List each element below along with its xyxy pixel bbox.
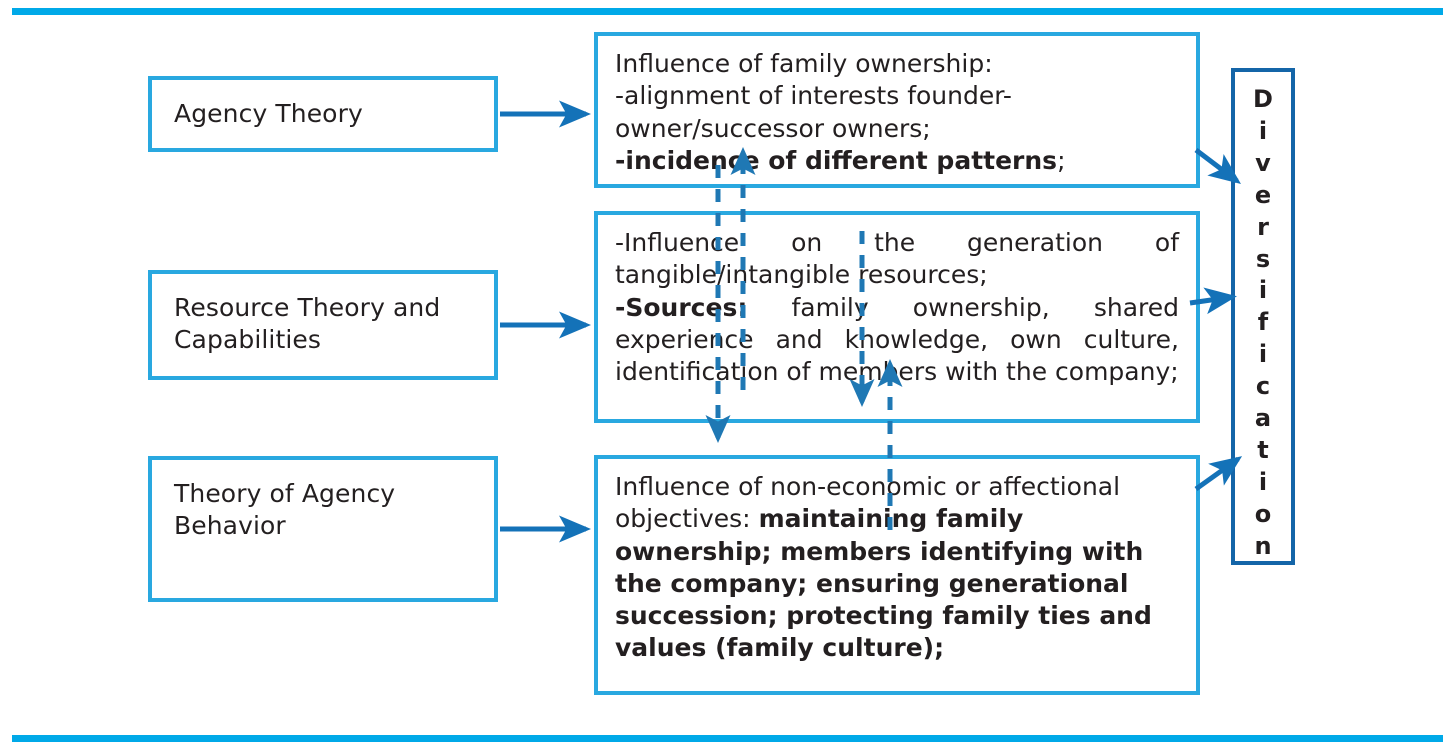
theory-label: Theory of Agency Behavior xyxy=(174,479,396,540)
outcome-letter-10: a xyxy=(1254,404,1272,433)
theory-label: Agency Theory xyxy=(174,99,363,128)
description-text: -Influence on the generation of tangible… xyxy=(615,227,1179,388)
top-divider-rule xyxy=(12,8,1443,15)
desc-line-3-bold: -incidence of different patterns xyxy=(615,145,1058,175)
description-box-influence-of-non-economic-objectives[interactable]: Influence of non-economic or affectional… xyxy=(594,455,1200,695)
theory-box-resource-theory-and-capabilities[interactable]: Resource Theory and Capabilities xyxy=(148,270,498,380)
desc-line-1: Influence of family ownership: xyxy=(615,49,993,78)
description-box-influence-of-family-ownership[interactable]: Influence of family ownership: -alignment… xyxy=(594,32,1200,188)
outcome-letter-13: o xyxy=(1254,499,1272,528)
description-text: Influence of non-economic or affectional… xyxy=(615,471,1179,665)
outcome-letter-7: f xyxy=(1257,308,1269,337)
outcome-letter-8: i xyxy=(1258,340,1268,369)
description-text: Influence of family ownership: -alignment… xyxy=(615,48,1179,177)
desc-line-1-bold: maintaining family ownership; members id… xyxy=(615,504,1152,663)
outcome-letter-9: c xyxy=(1255,372,1271,401)
desc-sources-bold: -Sources: xyxy=(615,292,748,322)
desc-line-1: Influence of non-economic or affectional… xyxy=(615,472,1121,534)
theory-box-agency-theory[interactable]: Agency Theory xyxy=(148,76,498,152)
desc-line-3-tail: ; xyxy=(1057,145,1066,175)
desc-sources-tail: family ownership, shared experience and … xyxy=(615,292,1179,387)
outcome-letter-3: e xyxy=(1254,180,1272,209)
outcome-letter-11: t xyxy=(1257,435,1269,464)
outcome-letter-14: n xyxy=(1254,531,1272,560)
desc-line-2: -alignment of interests founder-owner/su… xyxy=(615,81,1012,143)
outcome-letter-6: i xyxy=(1258,276,1268,305)
theory-box-theory-of-agency-behavior[interactable]: Theory of Agency Behavior xyxy=(148,456,498,602)
outcome-letter-0: D xyxy=(1253,85,1273,113)
outcome-letter-12: i xyxy=(1258,467,1268,496)
theory-label: Resource Theory and Capabilities xyxy=(174,293,441,354)
outcome-letter-1: i xyxy=(1258,116,1268,145)
desc-line-1: -Influence on the generation of tangible… xyxy=(615,228,1179,290)
outcome-letter-5: s xyxy=(1255,244,1271,273)
bottom-divider-rule xyxy=(12,735,1443,742)
outcome-letter-4: r xyxy=(1257,212,1269,241)
description-box-influence-on-resource-generation[interactable]: -Influence on the generation of tangible… xyxy=(594,211,1200,423)
outcome-letter-2: v xyxy=(1255,148,1271,177)
